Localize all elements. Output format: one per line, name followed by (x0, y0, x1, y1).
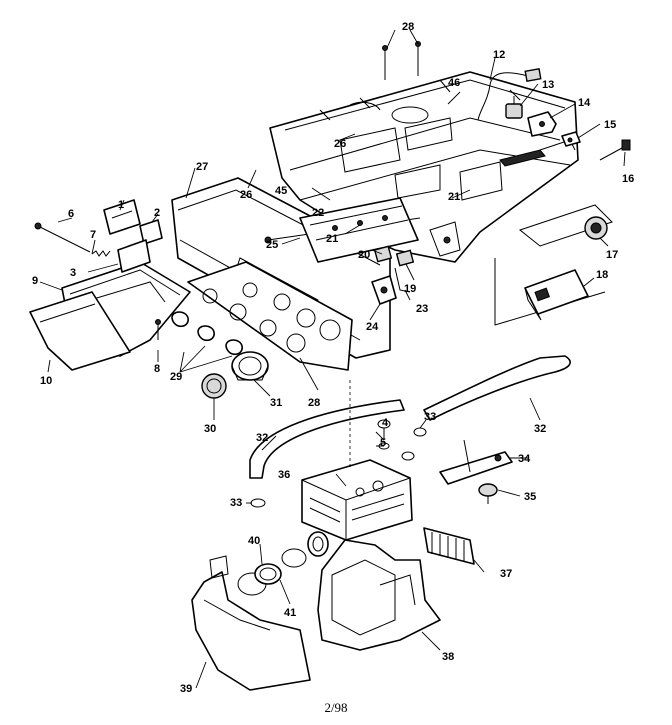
clamp-33-b (401, 427, 427, 461)
callout-26-a: 26 (334, 138, 346, 150)
callout-4: 4 (382, 417, 389, 429)
hose-32-right (423, 355, 571, 421)
callout-32-a: 32 (256, 432, 268, 444)
lid-1 (103, 199, 141, 235)
callout-21-a: 21 (448, 191, 460, 203)
valve-35 (478, 483, 498, 504)
callout-5: 5 (380, 437, 386, 449)
knob-30 (201, 373, 227, 399)
callout-1: 1 (118, 199, 124, 211)
callout-22: 22 (312, 207, 324, 219)
page-code: 2/98 (324, 700, 347, 715)
callout-20: 20 (358, 249, 370, 261)
callout-13: 13 (542, 79, 554, 91)
dispenser-cover-10 (29, 291, 131, 371)
nozzle-ring (307, 531, 329, 557)
cup-3 (117, 239, 151, 273)
leader-lines (39, 29, 626, 689)
callout-40: 40 (248, 535, 260, 547)
callout-labels: 1 2 3 4 5 6 7 8 9 10 12 13 14 15 16 17 1… (32, 21, 634, 695)
clip-23 (394, 267, 411, 293)
valve-body-36 (301, 459, 413, 541)
screw-28-a (382, 45, 388, 80)
bracket-14 (527, 111, 557, 137)
knob-29-a (171, 311, 189, 328)
callout-15: 15 (604, 119, 616, 131)
bezel-31 (231, 351, 269, 381)
callout-39: 39 (180, 683, 192, 695)
face-plate-26 (187, 261, 353, 371)
callout-33-a: 33 (230, 497, 242, 509)
callout-17: 17 (606, 249, 618, 261)
callout-14: 14 (578, 97, 591, 109)
callout-37: 37 (500, 568, 512, 580)
screw-28-b (415, 41, 421, 76)
callout-23: 23 (416, 303, 428, 315)
callout-27: 27 (196, 161, 208, 173)
callout-28-a: 28 (402, 21, 414, 33)
callout-10: 10 (40, 375, 52, 387)
callout-30: 30 (204, 423, 216, 435)
callout-45: 45 (275, 185, 287, 197)
clamp-33-a (250, 498, 266, 508)
timer-motor-18 (524, 269, 589, 321)
callout-32-b: 32 (534, 423, 546, 435)
seal-41 (254, 548, 307, 585)
base-housing-38 (317, 539, 441, 651)
callout-35: 35 (524, 491, 536, 503)
callout-3: 3 (70, 267, 76, 279)
spring-7 (91, 250, 111, 257)
callout-7: 7 (90, 229, 96, 241)
callout-38: 38 (442, 651, 454, 663)
callout-41: 41 (284, 607, 296, 619)
callout-46: 46 (448, 77, 460, 89)
wire-harness-12 (477, 68, 542, 121)
callout-29: 29 (170, 371, 182, 383)
callout-18: 18 (596, 269, 608, 281)
part-4 (377, 419, 391, 440)
hose-32-left (249, 399, 405, 479)
callout-24: 24 (366, 321, 379, 333)
callout-6: 6 (68, 208, 74, 220)
callout-8: 8 (154, 363, 160, 375)
switch-13 (505, 96, 523, 119)
switch-19 (395, 249, 415, 267)
callout-33-b: 33 (424, 411, 436, 423)
callout-26-b: 26 (240, 189, 252, 201)
clip-15 (561, 131, 581, 147)
callout-28-b: 28 (308, 397, 320, 409)
callout-16: 16 (622, 173, 634, 185)
callout-21-b: 21 (326, 233, 338, 245)
screw-8 (155, 319, 161, 340)
drain-hose-39 (191, 555, 311, 691)
knob-29-c (225, 339, 243, 356)
callout-36: 36 (278, 469, 290, 481)
arm-34 (439, 439, 513, 485)
terminal-16 (599, 139, 631, 161)
switch-20 (373, 245, 393, 263)
callout-31: 31 (270, 397, 282, 409)
callout-25: 25 (266, 239, 278, 251)
callout-9: 9 (32, 275, 38, 287)
rod-6 (34, 222, 91, 253)
callout-19: 19 (404, 283, 416, 295)
callout-12: 12 (493, 49, 505, 61)
knob-29-b (197, 325, 215, 342)
mount-24 (371, 275, 397, 305)
callout-34: 34 (518, 453, 531, 465)
pressure-switch-17 (584, 216, 608, 240)
callout-2: 2 (154, 207, 160, 219)
coupling-37 (423, 527, 475, 565)
